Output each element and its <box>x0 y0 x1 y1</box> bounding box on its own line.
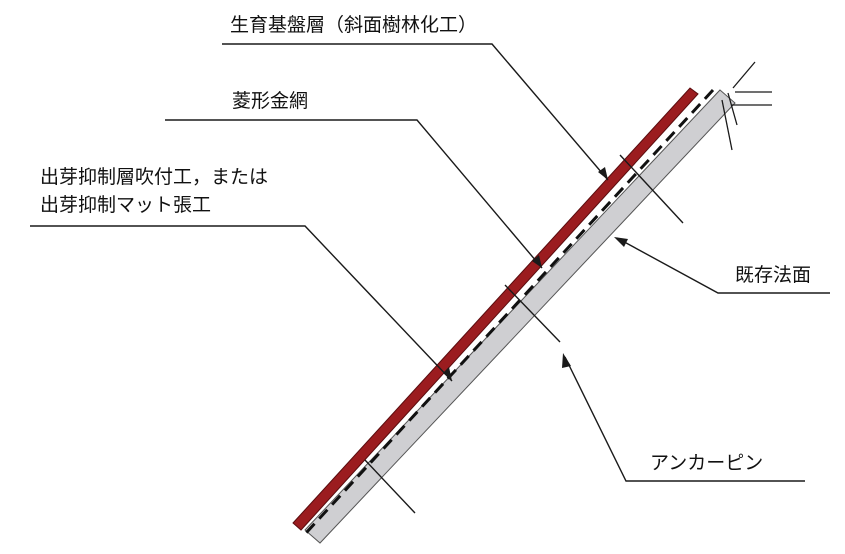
growth-base-layer-band <box>292 87 699 531</box>
label-existing-slope: 既存法面 <box>735 264 812 286</box>
arrow-germination-suppression <box>443 367 452 381</box>
arrow-growth-base-layer <box>598 167 608 180</box>
leader-diamond-wire-mesh <box>165 119 543 269</box>
label-diamond-wire-mesh: 菱形金網 <box>232 90 309 112</box>
leader-growth-base-layer <box>222 43 609 181</box>
arrow-anchor-pin <box>562 353 571 368</box>
germination-suppression-dashed-line <box>304 88 715 535</box>
label-anchor-pin: アンカーピン <box>650 452 764 474</box>
ground-hatching <box>721 61 772 151</box>
leader-germination-suppression <box>30 225 453 382</box>
label-growth-base-layer: 生育基盤層（斜面樹林化工） <box>230 14 478 36</box>
anchor-pin-middle <box>504 284 561 343</box>
anchor-pin-upper <box>619 154 684 224</box>
anchor-pin-lower <box>364 459 416 514</box>
label-germination-line2: 出芽抑制マット張工 <box>40 194 212 216</box>
arrow-existing-slope <box>614 237 628 247</box>
arrow-diamond-wire-mesh <box>532 255 542 268</box>
leader-anchor-pin <box>564 356 805 482</box>
leader-existing-slope <box>616 237 830 294</box>
label-germination-line1: 出芽抑制層吹付工，または <box>40 166 269 188</box>
